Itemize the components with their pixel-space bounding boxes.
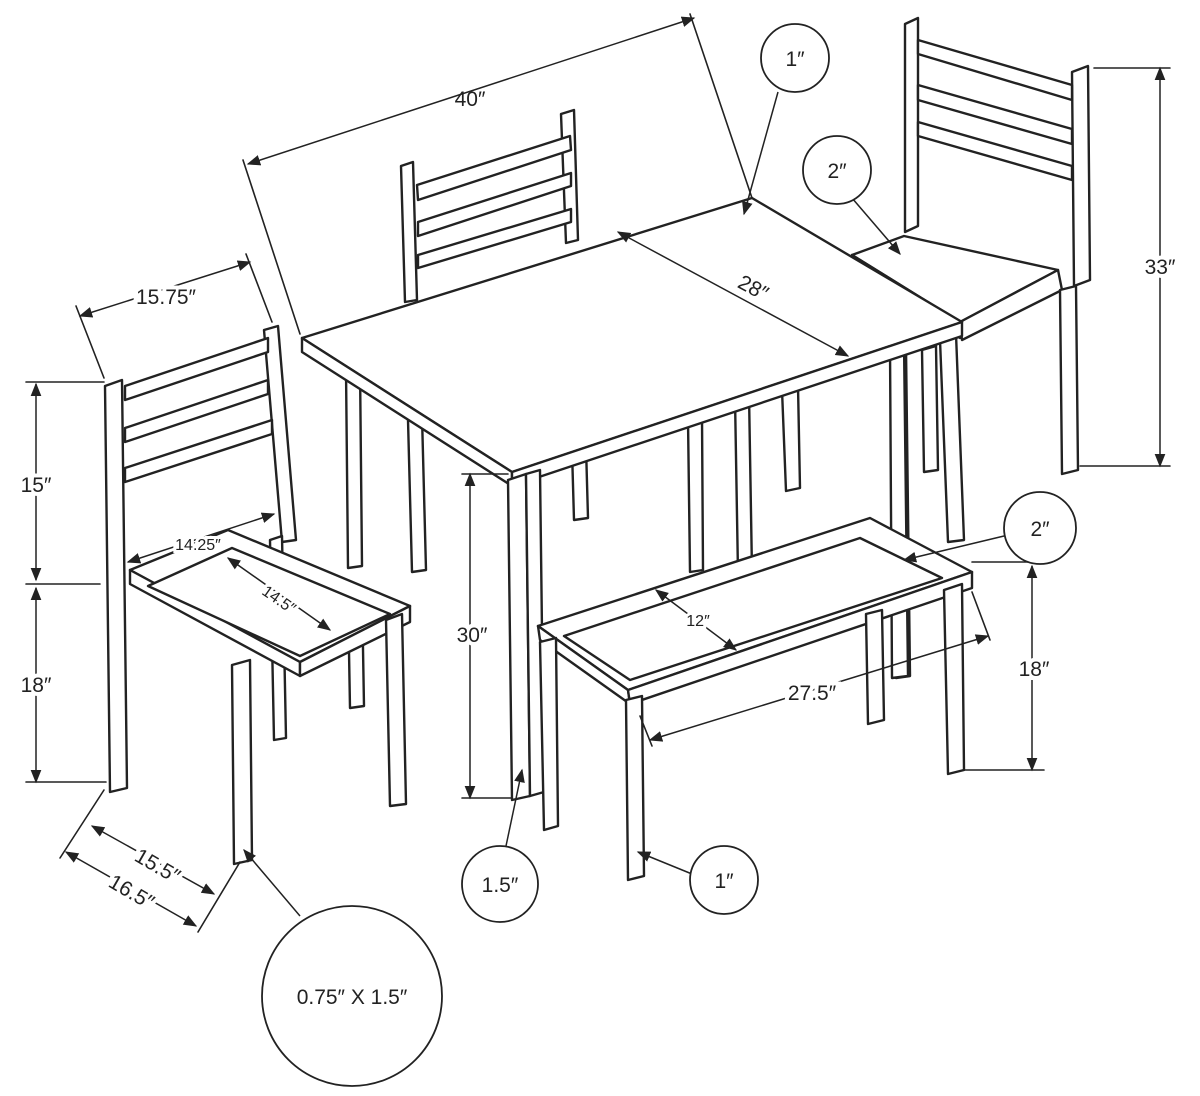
callout-table-top-thickness [760, 23, 830, 93]
label-chair-seat-width: 14.25″ [175, 537, 221, 554]
label-bench-height: 18″ [1019, 658, 1050, 681]
label-chair-back-width: 15.75″ [136, 286, 197, 309]
dimension-labels: 40″ 28″ 33″ 30″ 15.75″ 15″ 18″ 14.25″ 14… [17, 88, 1180, 919]
callout-labels: 1″ 2″ 2″ 1.5″ 1″ 0.75″ X 1.5″ [297, 48, 1050, 1009]
callout-bench-leg [689, 845, 759, 915]
label-table-top-thickness: 1″ [785, 48, 805, 71]
callout-chair-cushion [802, 135, 872, 205]
label-chair-seat-height: 18″ [21, 674, 52, 697]
label-chair-depth-inner: 15.5″ [131, 844, 185, 888]
left-chair [103, 324, 412, 866]
label-chair-cushion: 2″ [827, 160, 847, 183]
callout-bench-cushion [1003, 491, 1077, 565]
bench [536, 516, 974, 882]
callout-chair-leg [261, 905, 443, 1087]
dimension-lines [25, 13, 1171, 933]
callout-leaders [243, 91, 1005, 917]
label-chair-total-height: 33″ [1145, 256, 1176, 279]
callout-table-leg [461, 845, 539, 923]
label-bench-depth: 12″ [686, 613, 710, 630]
label-bench-length: 27.5″ [788, 682, 837, 705]
label-bench-leg: 1″ [714, 870, 734, 893]
label-chair-leg-size: 0.75″ X 1.5″ [297, 986, 408, 1009]
back-chair [399, 108, 802, 574]
label-table-leg: 1.5″ [482, 874, 519, 897]
label-chair-backrest-height: 15″ [21, 474, 52, 497]
callout-circles [261, 23, 1077, 1087]
label-table-height: 30″ [457, 624, 488, 647]
label-table-length: 40″ [455, 88, 486, 111]
label-chair-depth-outer: 16.5″ [105, 870, 159, 914]
label-bench-cushion: 2″ [1030, 518, 1050, 541]
